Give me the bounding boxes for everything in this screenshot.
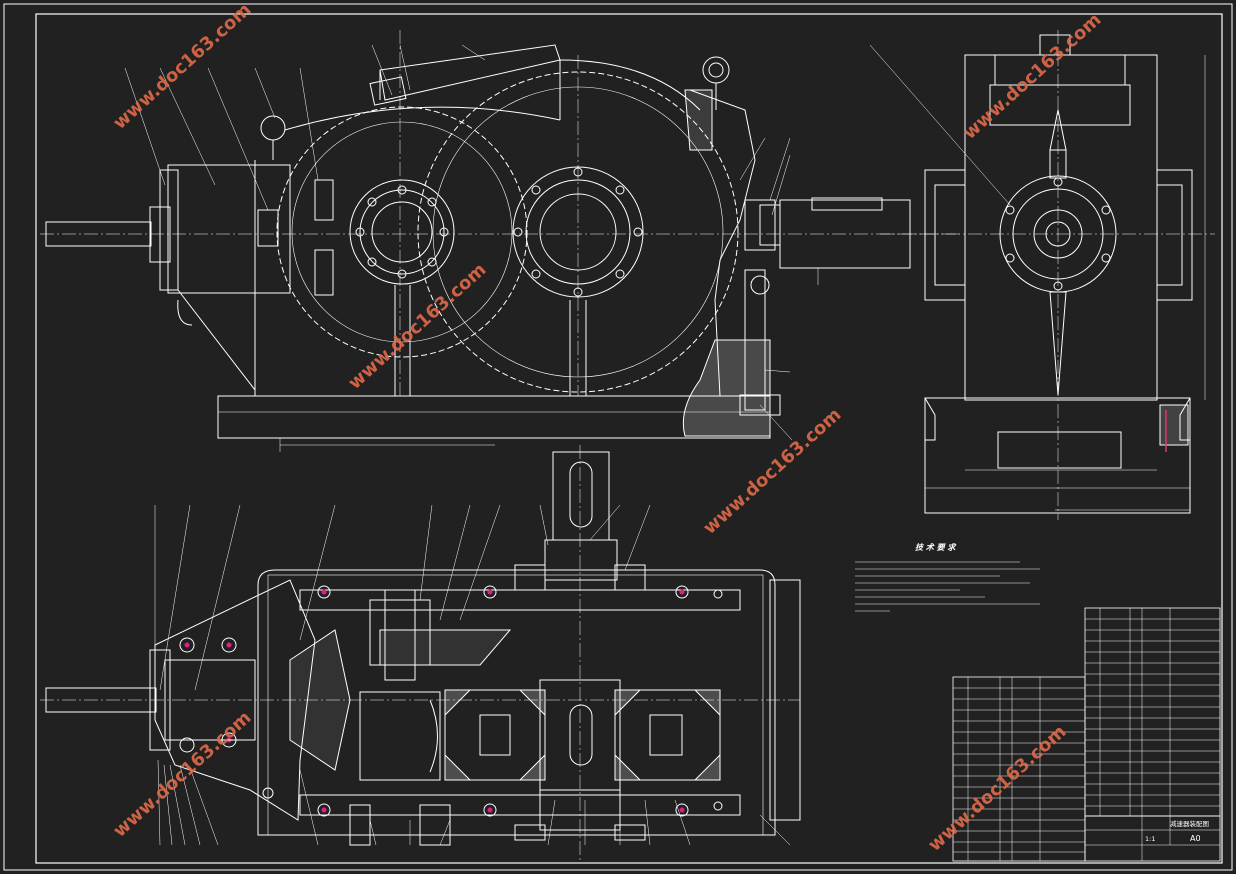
bolt-markers (184, 589, 685, 813)
watermark: www.doc163.com (959, 9, 1105, 144)
housing-bolts (317, 585, 723, 817)
title-block-scale: 1:1 (1145, 835, 1155, 843)
watermarks: www.doc163.com www.doc163.com www.doc163… (109, 0, 1105, 856)
tech-requirements-title: 技 术 要 求 (915, 543, 957, 552)
title-block-name: 减速器装配图 (1170, 819, 1209, 828)
top-view (40, 445, 801, 860)
tech-requirements-lines (855, 561, 1040, 612)
bearing-cap-bolts (355, 167, 643, 297)
front-view (40, 30, 960, 452)
watermark: www.doc163.com (109, 707, 255, 842)
watermark: www.doc163.com (924, 721, 1070, 856)
side-view (869, 30, 1215, 520)
watermark: www.doc163.com (109, 0, 255, 134)
parts-list (952, 607, 1221, 862)
tech-requirements: 技 术 要 求 (855, 543, 1040, 612)
sheet-size: A0 (1190, 834, 1201, 843)
watermark: www.doc163.com (344, 259, 490, 394)
sheet-outer-border (3, 3, 1233, 871)
sheet-inner-border (35, 13, 1223, 864)
